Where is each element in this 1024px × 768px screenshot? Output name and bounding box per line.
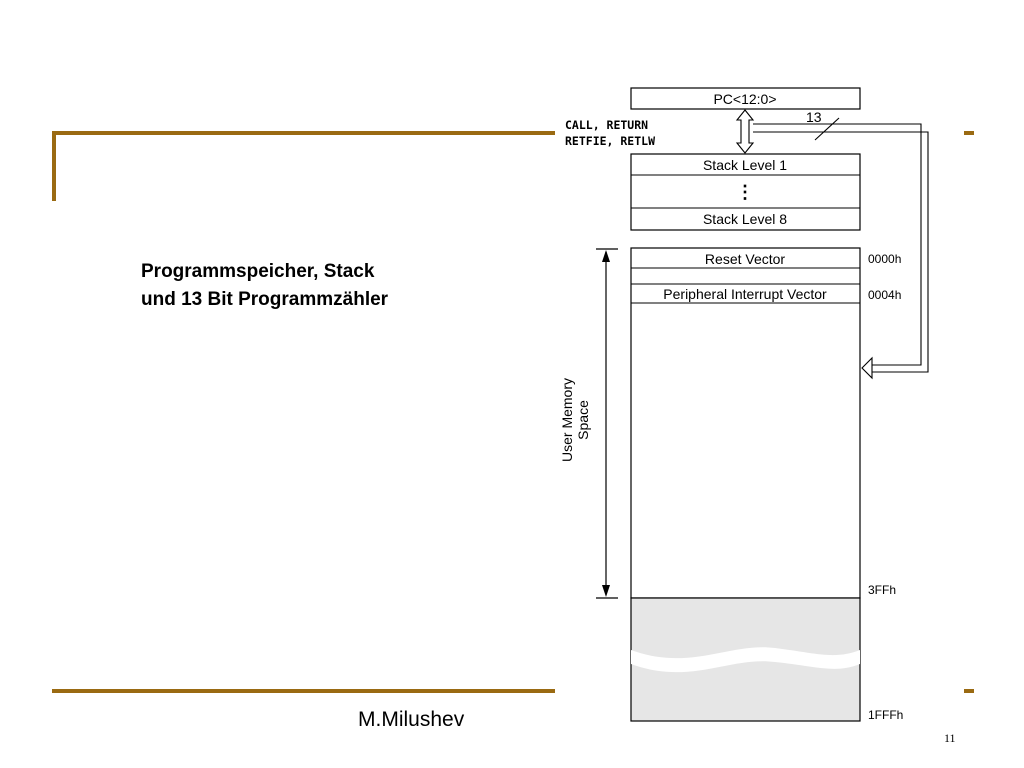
- stack-level-8-label: Stack Level 8: [703, 211, 787, 227]
- pc-stack-double-arrow: [735, 109, 755, 154]
- top-accent-line-right: [964, 131, 974, 135]
- bottom-accent-line-right: [964, 689, 974, 693]
- user-memory-box: [630, 247, 861, 599]
- pc-register-label: PC<12:0>: [713, 91, 776, 107]
- footer-author: M.Milushev: [358, 708, 465, 731]
- address-0004h: 0004h: [868, 288, 901, 302]
- slide-title-line-2: und 13 Bit Programmzähler: [141, 289, 389, 310]
- stack-ellipsis: ⋮: [736, 182, 754, 202]
- slide-title: Programmspeicher, Stack und 13 Bit Progr…: [141, 258, 501, 314]
- address-0000h: 0000h: [868, 252, 901, 266]
- user-space-arrow-down-icon: [602, 585, 610, 597]
- address-1fffh: 1FFFh: [868, 708, 903, 722]
- bus-width-label: 13: [806, 109, 822, 125]
- reset-vector-label: Reset Vector: [705, 251, 785, 267]
- user-space-label-line-2: Space: [575, 400, 591, 440]
- stack-level-1-label: Stack Level 1: [703, 157, 787, 173]
- stack-instructions-line-1: CALL, RETURN: [565, 118, 648, 132]
- top-accent-line: [52, 131, 555, 135]
- stack-instructions-line-2: RETFIE, RETLW: [565, 134, 655, 148]
- pc-bus-line-inner: [753, 131, 929, 373]
- left-accent-bar: [52, 131, 56, 201]
- user-space-label-line-1: User Memory: [559, 378, 575, 462]
- user-space-arrow-up-icon: [602, 250, 610, 262]
- slide-title-line-1: Programmspeicher, Stack: [141, 261, 375, 282]
- interrupt-vector-label: Peripheral Interrupt Vector: [663, 286, 827, 302]
- pc-bus-line: [753, 123, 922, 366]
- stack-box: [630, 153, 861, 231]
- bottom-accent-line: [52, 689, 555, 693]
- address-3ffh: 3FFh: [868, 583, 896, 597]
- pc-register-box: [630, 87, 861, 110]
- memory-break-wave: [631, 647, 860, 673]
- pc-bus-arrowhead: [861, 356, 873, 380]
- bus-width-slash: [814, 117, 840, 141]
- page-number: 11: [944, 731, 956, 745]
